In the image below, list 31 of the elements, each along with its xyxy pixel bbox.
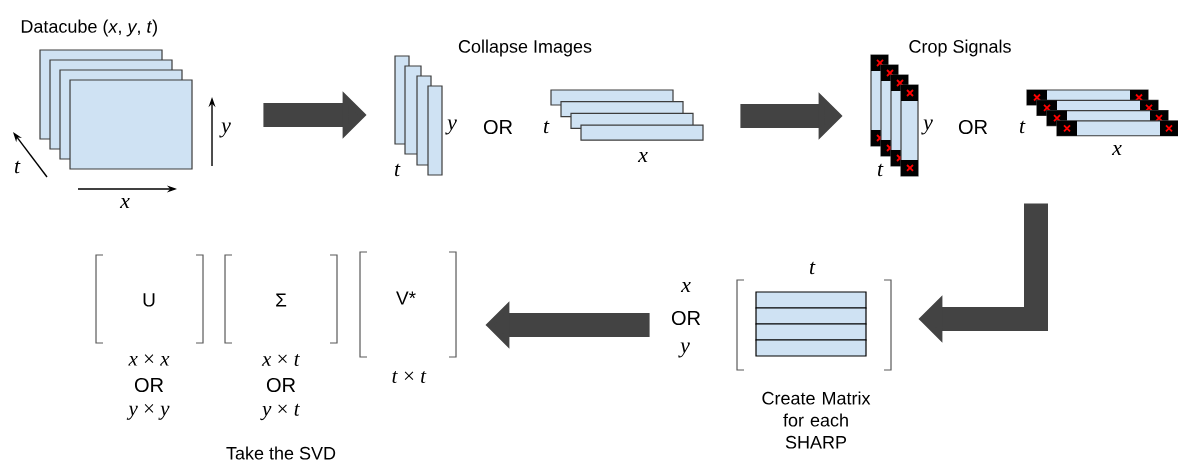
matrix-letter: U xyxy=(143,293,155,307)
separator-text: OR xyxy=(958,119,988,135)
separator-text: OR xyxy=(134,377,164,393)
dimension-text: y × y xyxy=(126,404,170,420)
axis-label: t xyxy=(809,261,816,275)
stage-heading: Create Matrix for each SHARP xyxy=(762,391,871,449)
stage-heading: Take the SVD xyxy=(226,446,336,460)
dimension-text: x × x xyxy=(128,354,170,366)
axis-label: t xyxy=(543,120,550,134)
axis-label: y xyxy=(678,342,690,358)
dimension-text: y × t xyxy=(260,403,300,421)
axis-label: y xyxy=(445,119,457,135)
matrix-letter: V* xyxy=(396,291,416,305)
stage-heading: Collapse Images xyxy=(458,39,592,57)
dimension-text: t × t xyxy=(392,370,427,383)
separator-text: OR xyxy=(483,119,513,135)
axis-label: x xyxy=(119,197,130,209)
stage-heading: Crop Signals xyxy=(909,39,1011,57)
axis-label: x xyxy=(637,151,648,163)
separator-text: OR xyxy=(266,377,296,393)
dimension-text: x × t xyxy=(261,353,300,366)
axis-label: t xyxy=(14,160,21,174)
axis-label: t xyxy=(877,163,884,177)
axis-label: t xyxy=(1019,120,1026,134)
stage-heading: Datacube (x, y, t) xyxy=(21,19,157,37)
axis-label: x xyxy=(1111,144,1122,156)
matrix-letter: Σ xyxy=(276,293,287,307)
separator-text: OR xyxy=(671,310,701,326)
axis-label: x xyxy=(680,281,691,293)
axis-label: t xyxy=(394,163,401,177)
axis-label: y xyxy=(921,119,933,135)
